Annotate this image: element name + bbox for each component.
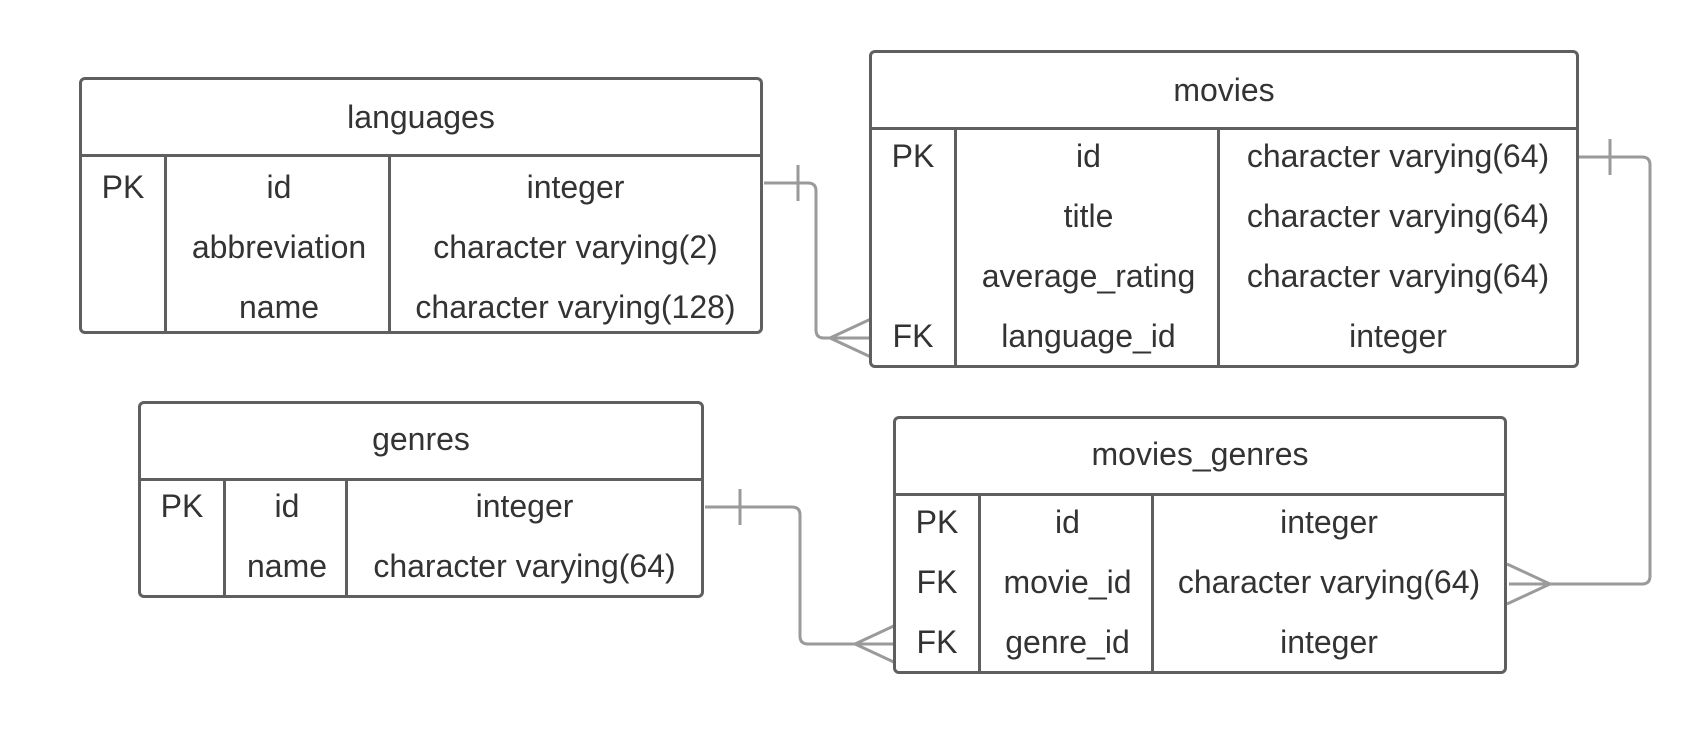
- type-cell: character varying(64): [1246, 258, 1550, 294]
- key-cell: PK: [891, 138, 935, 174]
- type-cell: integer: [1280, 504, 1378, 540]
- type-cell: character varying(64): [1177, 564, 1481, 600]
- type-cell: integer: [526, 169, 625, 205]
- many-marker: [829, 316, 874, 340]
- column-name-cell: abbreviation: [191, 229, 367, 265]
- column-name-cell: title: [1063, 198, 1114, 234]
- key-cell: [141, 541, 223, 601]
- type-cell: character varying(2): [433, 229, 718, 265]
- key-column: PK FK FK: [896, 496, 978, 671]
- many-marker: [1506, 562, 1551, 586]
- type-cell: character varying(64): [373, 548, 676, 584]
- key-column: PK: [141, 481, 223, 595]
- type-cell: integer: [1349, 318, 1447, 354]
- table-title: genres: [141, 404, 701, 481]
- key-cell: FK: [916, 564, 958, 600]
- type-column: integer character varying(64) integer: [1151, 496, 1504, 671]
- key-cell: PK: [915, 504, 959, 540]
- key-cell: FK: [892, 318, 934, 354]
- many-marker: [854, 622, 899, 646]
- key-cell: [872, 250, 954, 310]
- relationship-languages-movies: [764, 165, 874, 360]
- column-name-cell: id: [274, 488, 300, 524]
- relationship-genres-movies-genres: [705, 489, 899, 666]
- column-name-cell: genre_id: [1005, 624, 1130, 660]
- column-name-cell: movie_id: [1003, 564, 1132, 600]
- column-name-cell: id: [1076, 138, 1101, 174]
- type-cell: integer: [1280, 624, 1378, 660]
- column-name-cell: id: [266, 169, 292, 205]
- table-title: movies: [872, 53, 1576, 130]
- type-cell: character varying(128): [415, 289, 736, 325]
- relationship-movies-movies-genres: [1506, 139, 1652, 606]
- table-title: movies_genres: [896, 419, 1504, 496]
- type-column: integer character varying(64): [345, 481, 701, 595]
- column-name-column: id movie_id genre_id: [978, 496, 1154, 671]
- table-title: languages: [82, 80, 760, 157]
- column-name-cell: average_rating: [981, 258, 1196, 294]
- column-name-column: id name: [223, 481, 348, 595]
- key-cell: [82, 217, 164, 277]
- key-cell: FK: [916, 624, 958, 660]
- many-marker: [854, 642, 899, 666]
- type-column: character varying(64) character varying(…: [1217, 130, 1576, 365]
- table-languages[interactable]: languages PK id abbreviation name intege…: [79, 77, 763, 334]
- type-column: integer character varying(2) character v…: [388, 157, 760, 331]
- column-name-cell: language_id: [1001, 318, 1176, 354]
- table-movies-genres[interactable]: movies_genres PK FK FK id movie_id genre…: [893, 416, 1507, 674]
- key-cell: [872, 190, 954, 250]
- many-marker: [829, 336, 874, 360]
- type-cell: character varying(64): [1246, 198, 1550, 234]
- column-name-column: id title average_rating language_id: [954, 130, 1220, 365]
- table-genres[interactable]: genres PK id name integer character vary…: [138, 401, 704, 598]
- column-name-column: id abbreviation name: [164, 157, 391, 331]
- type-cell: character varying(64): [1246, 138, 1550, 174]
- column-name-cell: name: [238, 289, 320, 325]
- type-cell: integer: [475, 488, 574, 524]
- key-cell: PK: [101, 169, 145, 205]
- key-cell: [82, 277, 164, 337]
- key-column: PK: [82, 157, 164, 331]
- key-cell: PK: [160, 488, 204, 524]
- column-name-cell: name: [246, 548, 328, 584]
- key-column: PK FK: [872, 130, 954, 365]
- column-name-cell: id: [1055, 504, 1080, 540]
- many-marker: [1506, 582, 1551, 606]
- table-movies[interactable]: movies PK FK id title average_rating lan…: [869, 50, 1579, 368]
